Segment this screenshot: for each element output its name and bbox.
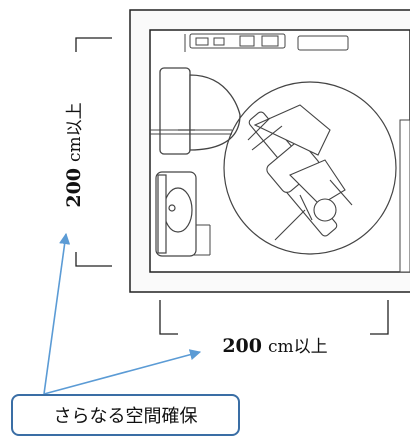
vertical-dimension-label: 200 cm以上 bbox=[63, 102, 85, 207]
top-fixtures bbox=[184, 33, 349, 52]
toilet bbox=[159, 67, 241, 155]
callout-text: さらなる空間確保 bbox=[53, 406, 198, 427]
callout-box: さらなる空間確保 bbox=[11, 394, 240, 436]
horizontal-dimension-value: 200 bbox=[222, 335, 262, 357]
vertical-dimension-value: 200 bbox=[63, 168, 85, 208]
vertical-dimension bbox=[75, 37, 112, 267]
turning-circle bbox=[223, 81, 397, 255]
horizontal-dimension-label: 200 cm以上 bbox=[222, 335, 327, 357]
arrow-to-horizontal-dimension bbox=[43, 349, 202, 395]
arrow-to-vertical-dimension bbox=[43, 232, 71, 395]
horizontal-dimension bbox=[159, 300, 389, 335]
wheelchair-user-icon bbox=[247, 104, 353, 241]
horizontal-dimension-unit: cm以上 bbox=[268, 337, 328, 357]
sink bbox=[155, 171, 197, 257]
vertical-dimension-unit: cm以上 bbox=[65, 102, 85, 162]
callout-arrows bbox=[43, 232, 202, 395]
